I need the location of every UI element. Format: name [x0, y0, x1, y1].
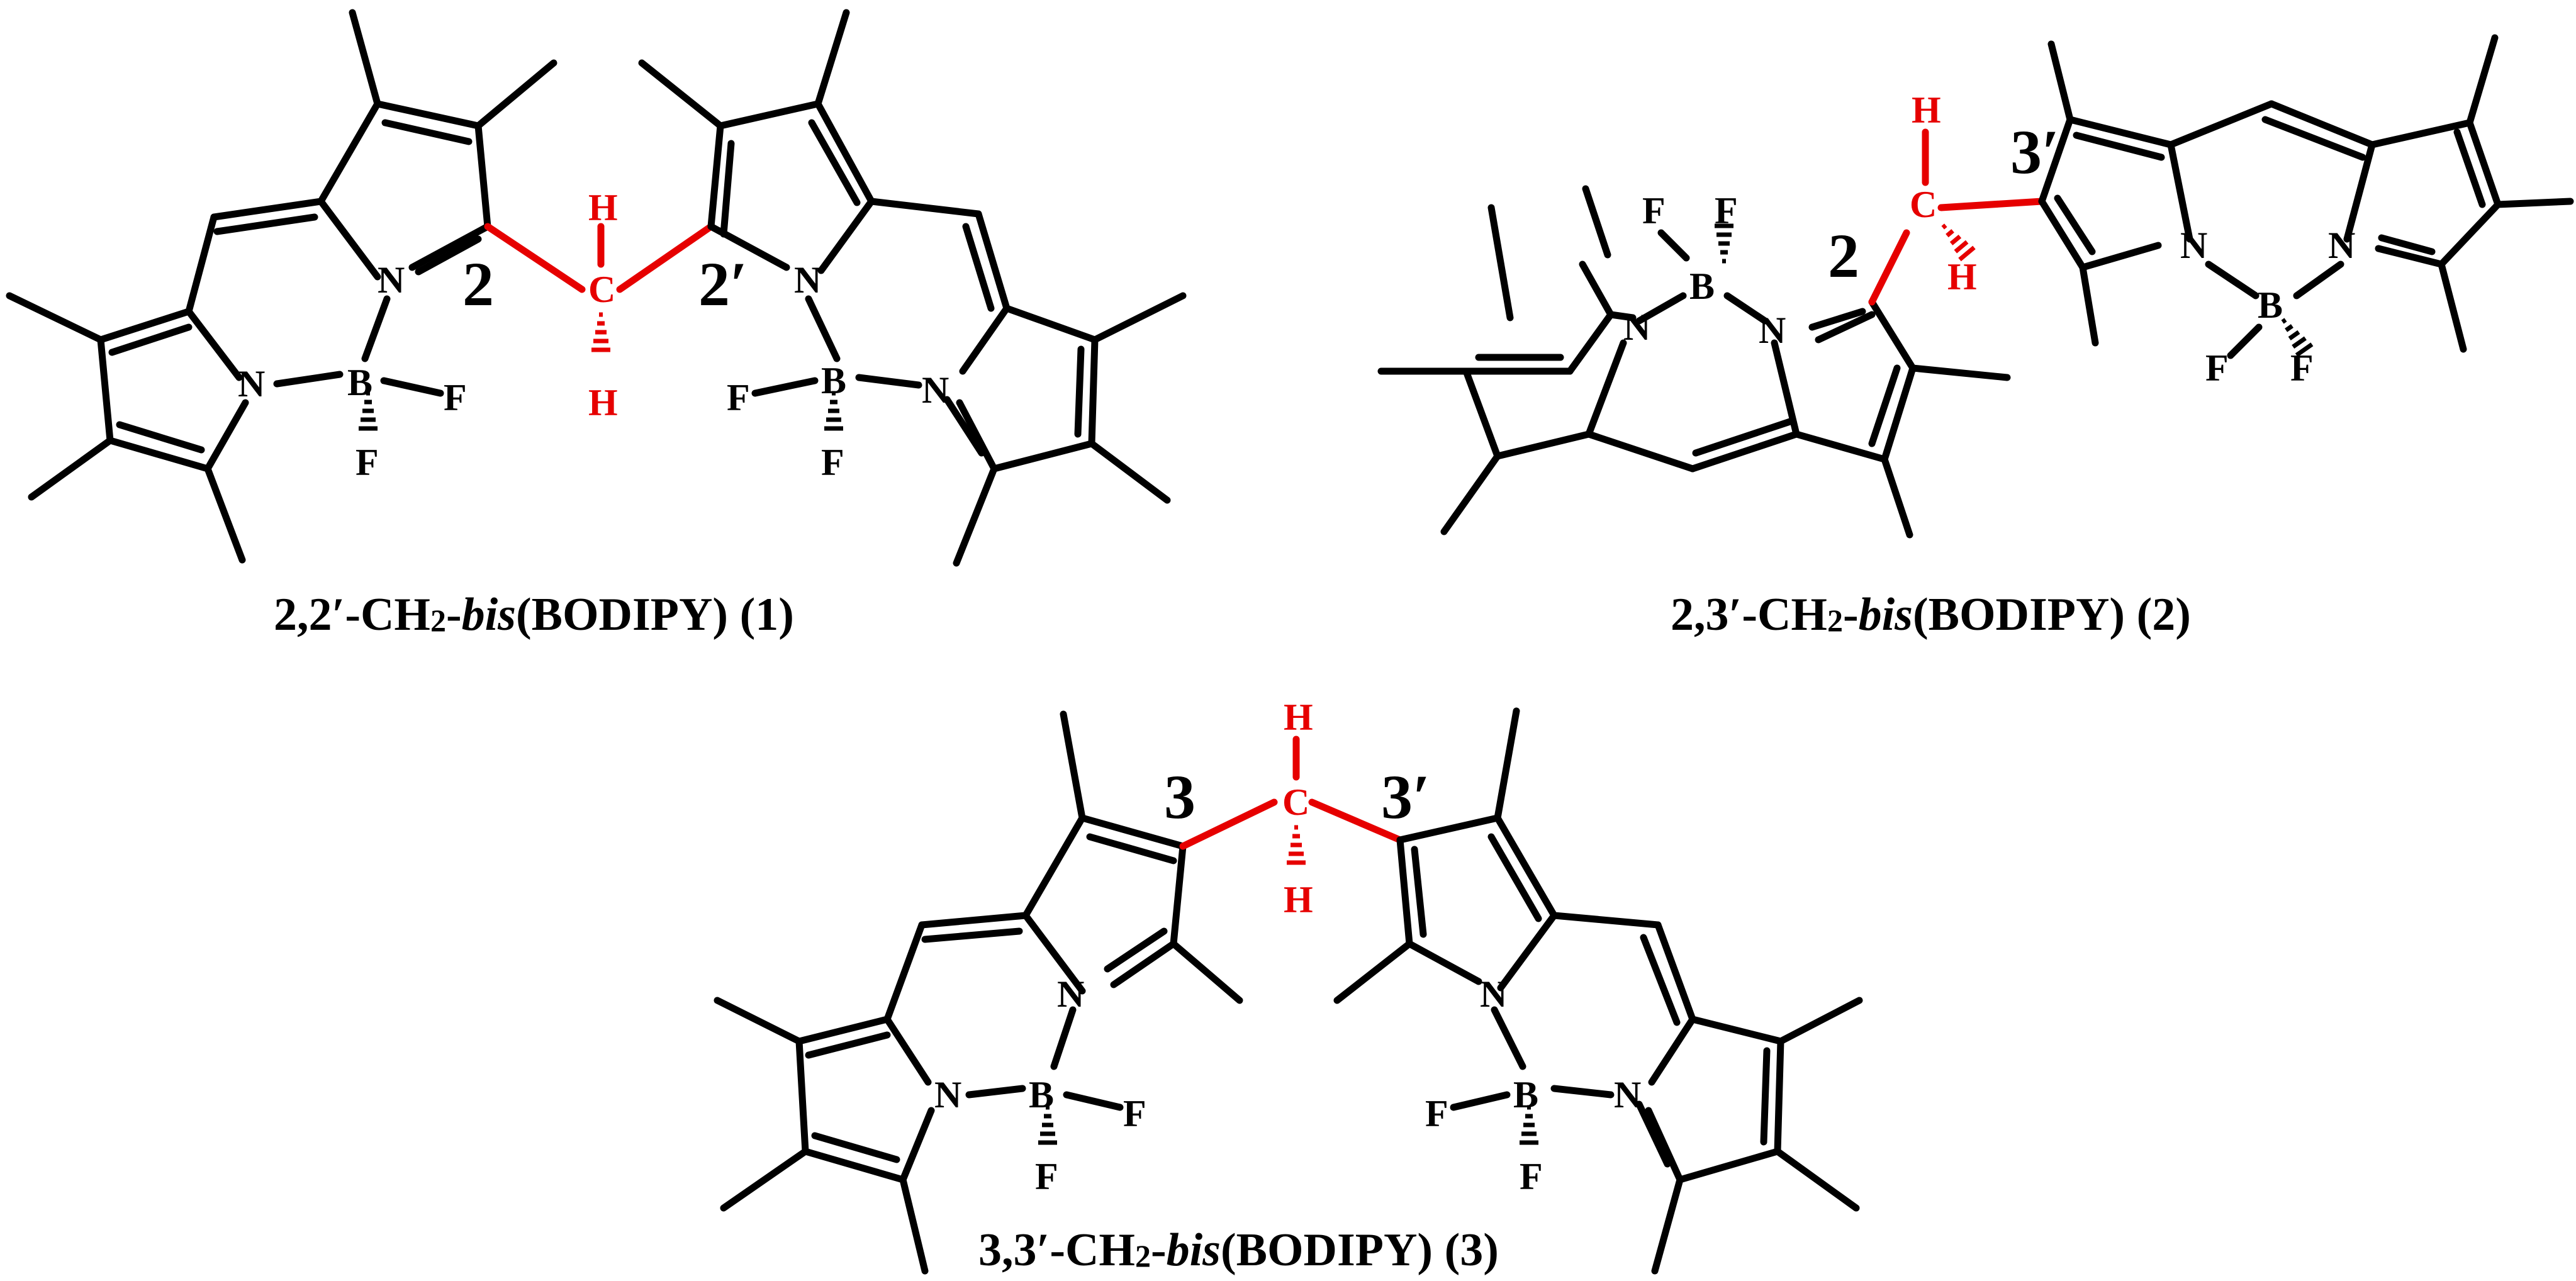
caption-subscript: 2 — [1134, 1238, 1151, 1273]
structure-1: N N B F F H C H 2 2′ — [6, 9, 1187, 567]
fluorine-atom: F — [2205, 347, 2229, 389]
position-label: 2 — [1828, 221, 1859, 291]
caption-suffix: (BODIPY) (1) — [515, 589, 794, 640]
nitrogen-atom: N — [934, 1074, 961, 1116]
caption-dash: - — [1842, 589, 1859, 640]
ch2-linker: H C H 2 2′ — [462, 187, 748, 423]
bodipy-unit: N N B F F — [6, 9, 557, 564]
nitrogen-atom: N — [378, 259, 405, 301]
ch2-linker: H C H 3 3′ — [1164, 696, 1430, 920]
fluorine-atom: F — [1715, 190, 1738, 232]
ch2-linker: H C H 2 3′ — [1828, 89, 2059, 306]
fluorine-atom: F — [444, 377, 467, 418]
nitrogen-atom: N — [794, 259, 821, 301]
caption-italic: bis — [461, 589, 516, 640]
caption-prefix: 3,3′-CH — [978, 1224, 1135, 1276]
caption-italic: bis — [1858, 589, 1913, 640]
nitrogen-atom: N — [1623, 306, 1650, 348]
caption-italic: bis — [1166, 1224, 1221, 1276]
caption-suffix: (BODIPY) (3) — [1220, 1224, 1499, 1276]
caption-prefix: 2,2′-CH — [274, 589, 430, 640]
fluorine-atom: F — [1035, 1156, 1058, 1197]
nitrogen-atom: N — [1614, 1074, 1641, 1116]
caption-subscript: 2 — [1827, 603, 1843, 638]
boron-atom: B — [347, 362, 372, 403]
fluorine-atom: F — [1520, 1156, 1543, 1197]
caption-subscript: 2 — [430, 603, 446, 638]
structure-2: N N B F F H C H 2 3′ — [1377, 34, 2574, 539]
nitrogen-atom: N — [1759, 310, 1786, 351]
carbon-atom: C — [1910, 184, 1937, 225]
nitrogen-atom: N — [238, 363, 265, 405]
structure-1-caption: 2,2′-CH2-bis(BODIPY) (1) — [274, 588, 794, 642]
nitrogen-atom: N — [2180, 225, 2207, 266]
bodipy-unit: N N B F F — [2038, 34, 2574, 389]
fluorine-atom: F — [1642, 190, 1666, 232]
structure-2-caption: 2,3′-CH2-bis(BODIPY) (2) — [1671, 588, 2191, 642]
carbon-atom: C — [1282, 781, 1309, 823]
fluorine-atom: F — [1425, 1093, 1448, 1134]
position-label: 2 — [462, 249, 494, 319]
hydrogen-atom: H — [1947, 256, 1977, 298]
hydrogen-atom: H — [1284, 696, 1313, 738]
bodipy-unit: N N B F F — [1333, 707, 1863, 1275]
carbon-atom: C — [588, 269, 615, 310]
nitrogen-atom: N — [1057, 973, 1084, 1015]
boron-atom: B — [2258, 284, 2283, 326]
fluorine-atom: F — [1123, 1093, 1146, 1134]
fluorine-atom: F — [2290, 347, 2314, 389]
hydrogen-atom: H — [1284, 879, 1313, 920]
position-label: 2′ — [698, 249, 748, 319]
structure-3: N N B F F H C H 3 3′ — [714, 696, 1863, 1275]
position-label: 3′ — [1381, 762, 1430, 832]
boron-atom: B — [1513, 1074, 1538, 1116]
caption-dash: - — [445, 589, 462, 640]
fluorine-atom: F — [356, 442, 379, 483]
hydrogen-atom: H — [1912, 89, 1941, 131]
bodipy-unit: N N B F F — [638, 9, 1187, 567]
caption-dash: - — [1150, 1224, 1167, 1276]
nitrogen-atom: N — [2328, 225, 2355, 266]
bodipy-unit: N N B F F — [714, 710, 1243, 1275]
boron-atom: B — [1029, 1074, 1054, 1116]
nitrogen-atom: N — [922, 369, 949, 411]
nitrogen-atom: N — [1480, 973, 1507, 1015]
hydrogen-atom: H — [588, 187, 618, 228]
caption-prefix: 2,3′-CH — [1671, 589, 1827, 640]
position-label: 3 — [1164, 762, 1196, 832]
bodipy-unit: N N B F F — [1377, 185, 2011, 539]
fluorine-atom: F — [727, 377, 750, 418]
fluorine-atom: F — [821, 442, 844, 483]
boron-atom: B — [821, 360, 846, 401]
caption-suffix: (BODIPY) (2) — [1912, 589, 2191, 640]
boron-atom: B — [1689, 266, 1715, 307]
hydrogen-atom: H — [588, 382, 618, 423]
structure-3-caption: 3,3′-CH2-bis(BODIPY) (3) — [978, 1224, 1499, 1277]
